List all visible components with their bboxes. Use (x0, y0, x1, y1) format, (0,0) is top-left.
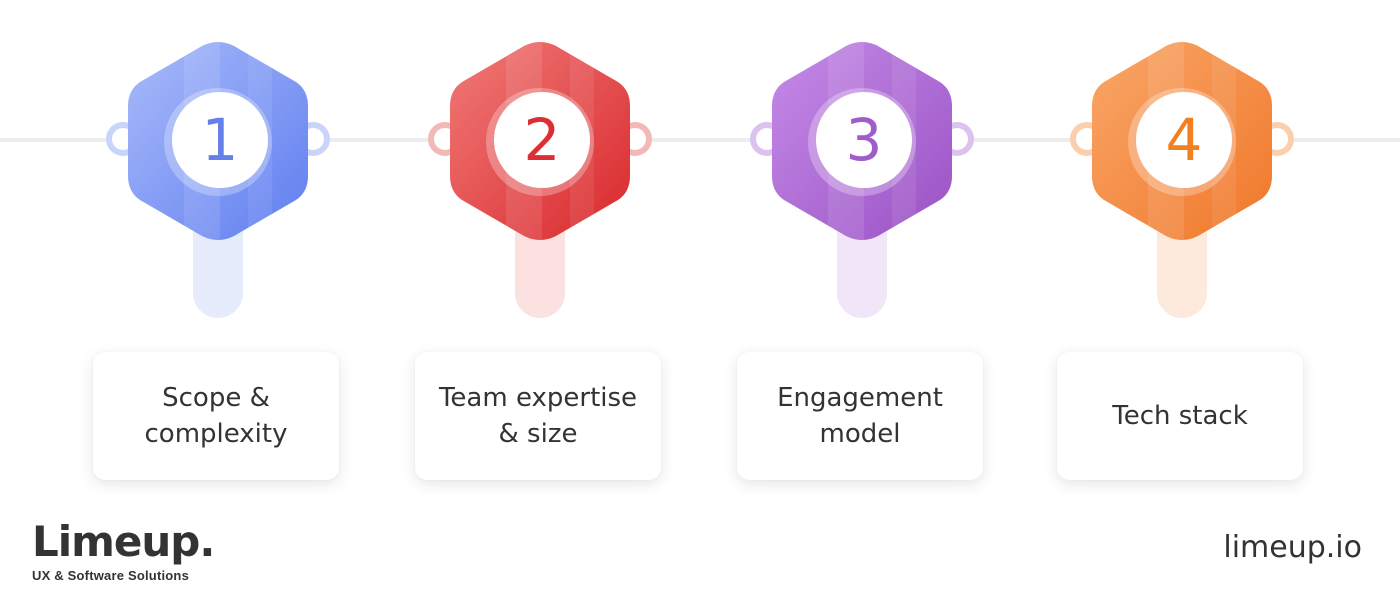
step-number: 2 (494, 92, 590, 188)
step-label: Scope & complexity (144, 383, 288, 449)
step-4: 4 Tech stack (1054, 0, 1314, 490)
step-number: 1 (172, 92, 268, 188)
step-3: 3 Engagement model (734, 0, 994, 490)
timeline-line (0, 138, 1400, 142)
step-card: Tech stack (1057, 352, 1303, 480)
step-number: 4 (1136, 92, 1232, 188)
step-card: Engagement model (737, 352, 983, 480)
brand-tagline: UX & Software Solutions (32, 568, 190, 583)
step-card: Team expertise & size (415, 352, 661, 480)
step-1: 1 Scope & complexity (90, 0, 350, 490)
step-number: 3 (816, 92, 912, 188)
step-card: Scope & complexity (93, 352, 339, 480)
step-2: 2 Team expertise & size (412, 0, 672, 490)
website-link[interactable]: limeup.io (1223, 530, 1362, 565)
step-label: Team expertise & size (438, 383, 638, 449)
step-label: Tech stack (1112, 401, 1248, 431)
step-label: Engagement model (777, 383, 943, 449)
brand-logo[interactable]: Limeup. UX & Software Solutions (32, 517, 215, 584)
brand-name: Limeup. (32, 517, 215, 566)
